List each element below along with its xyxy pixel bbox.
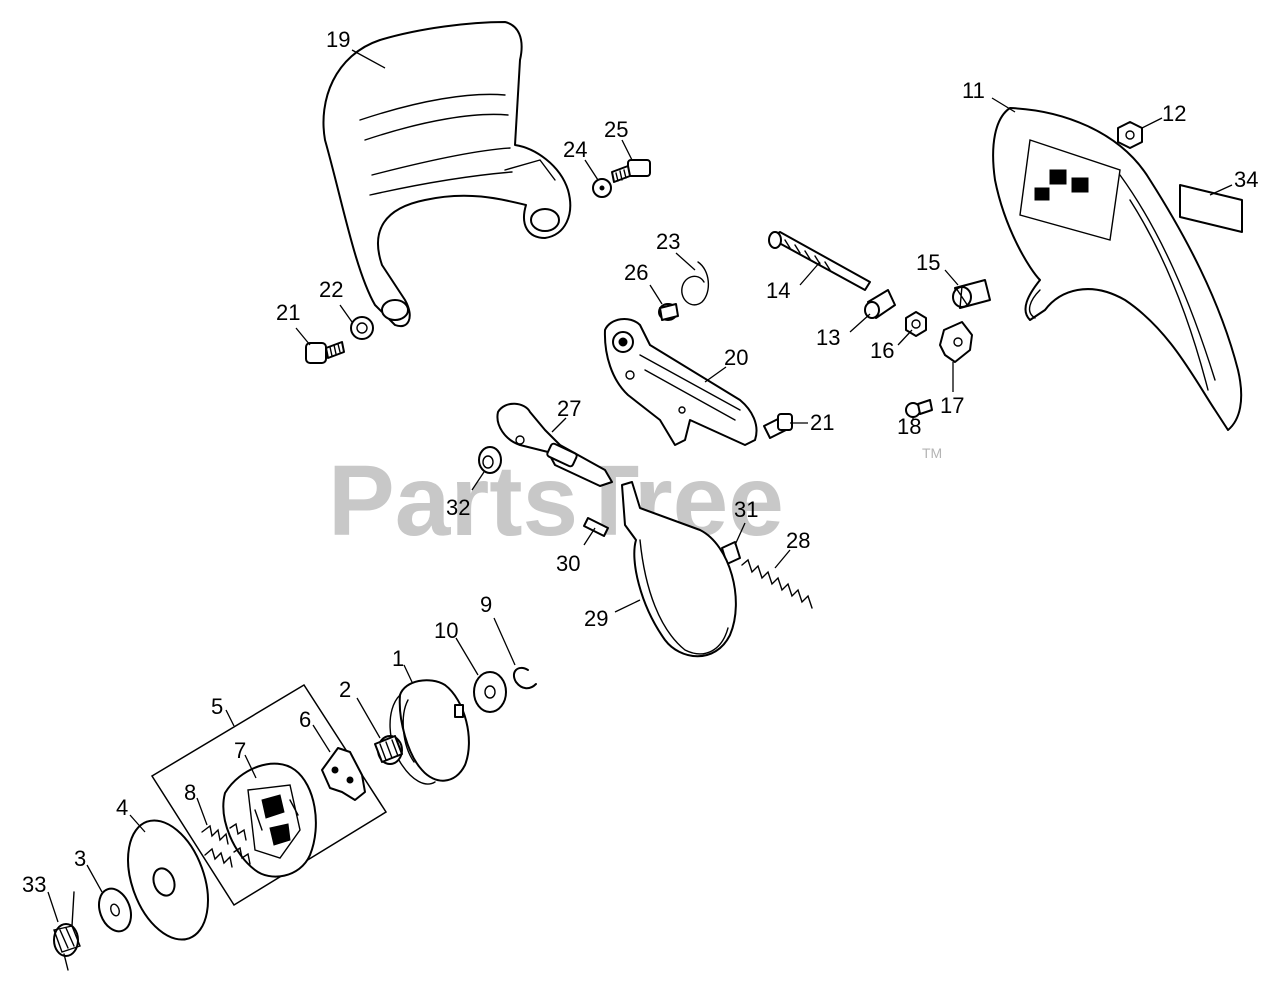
part-7-clutch-hub[interactable]	[222, 762, 317, 878]
callout-2[interactable]: 2	[339, 677, 351, 702]
part-20-brake-housing[interactable]	[603, 318, 758, 446]
part-6-clutch-shoe[interactable]	[321, 747, 366, 801]
callout-30[interactable]: 30	[556, 551, 580, 576]
callout-14[interactable]: 14	[766, 278, 790, 303]
callout-5[interactable]: 5	[211, 694, 223, 719]
part-11-clutch-cover[interactable]	[992, 107, 1243, 431]
callout-22[interactable]: 22	[319, 277, 343, 302]
callout-13[interactable]: 13	[816, 325, 840, 350]
callout-9[interactable]: 9	[480, 592, 492, 617]
part-18-screw[interactable]	[905, 399, 933, 418]
callout-24[interactable]: 24	[563, 137, 587, 162]
part-9-circlip[interactable]	[512, 666, 537, 690]
callout-21-left[interactable]: 21	[276, 300, 300, 325]
part-32-collar[interactable]	[478, 446, 502, 474]
callout-23[interactable]: 23	[656, 229, 680, 254]
part-8-springs[interactable]	[201, 822, 251, 868]
part-2-needle-bearing[interactable]	[374, 735, 403, 765]
part-30-pin[interactable]	[583, 517, 609, 537]
callout-7[interactable]: 7	[234, 738, 246, 763]
callout-29[interactable]: 29	[584, 606, 608, 631]
part-26-collar[interactable]	[658, 303, 679, 321]
part-28-spring[interactable]	[741, 558, 813, 609]
part-1-clutch-drum[interactable]	[389, 679, 470, 785]
part-19-hand-guard[interactable]	[322, 21, 572, 328]
callout-19[interactable]: 19	[326, 27, 350, 52]
part-15-adjuster-gear[interactable]	[952, 279, 991, 309]
part-16-nut[interactable]	[905, 311, 927, 337]
callout-28[interactable]: 28	[786, 528, 810, 553]
callout-6[interactable]: 6	[299, 707, 311, 732]
callout-33[interactable]: 33	[22, 872, 46, 897]
part-10-washer[interactable]	[473, 671, 507, 713]
watermark-trademark: TM	[922, 445, 942, 461]
leader-lines	[47, 49, 1233, 923]
callout-11[interactable]: 11	[962, 78, 985, 103]
callout-25[interactable]: 25	[604, 117, 628, 142]
part-22-washer[interactable]	[350, 316, 374, 340]
part-21-bolt-right[interactable]	[763, 413, 793, 439]
part-13-adjuster-nut[interactable]	[864, 289, 896, 319]
callout-32[interactable]: 32	[446, 495, 470, 520]
part-3-washer[interactable]	[93, 884, 136, 936]
part-27-brake-link[interactable]	[496, 402, 613, 487]
callout-26[interactable]: 26	[624, 260, 648, 285]
callout-18[interactable]: 18	[897, 414, 921, 439]
callout-15[interactable]: 15	[916, 250, 940, 275]
callout-8[interactable]: 8	[184, 780, 196, 805]
callout-12[interactable]: 12	[1162, 101, 1186, 126]
part-25-bolt[interactable]	[611, 159, 651, 183]
callout-27[interactable]: 27	[557, 396, 581, 421]
callout-1[interactable]: 1	[392, 646, 404, 671]
callout-4[interactable]: 4	[116, 795, 128, 820]
callout-labels: 19 25 24 11 12 34 23 26 15 14 13 16 22 2…	[22, 27, 1258, 897]
part-29-brake-band[interactable]	[621, 481, 737, 658]
part-33-spring[interactable]	[53, 891, 81, 971]
part-21-bolt-left[interactable]	[305, 341, 345, 364]
callout-31[interactable]: 31	[734, 497, 758, 522]
part-34-label[interactable]	[1179, 184, 1243, 233]
callout-34[interactable]: 34	[1234, 167, 1258, 192]
part-23-spring[interactable]	[681, 261, 709, 306]
part-12-nut[interactable]	[1117, 121, 1143, 149]
callout-17[interactable]: 17	[940, 393, 964, 418]
callout-20[interactable]: 20	[724, 345, 748, 370]
part-24-washer[interactable]	[592, 178, 612, 198]
callout-3[interactable]: 3	[74, 846, 86, 871]
part-17-bracket[interactable]	[939, 321, 973, 363]
callout-10[interactable]: 10	[434, 618, 458, 643]
callout-16[interactable]: 16	[870, 338, 894, 363]
part-5-clutch-assembly-frame	[150, 683, 388, 907]
callout-21-right[interactable]: 21	[810, 410, 834, 435]
part-4-plate-washer[interactable]	[113, 809, 223, 950]
part-14-screw[interactable]	[768, 231, 871, 291]
